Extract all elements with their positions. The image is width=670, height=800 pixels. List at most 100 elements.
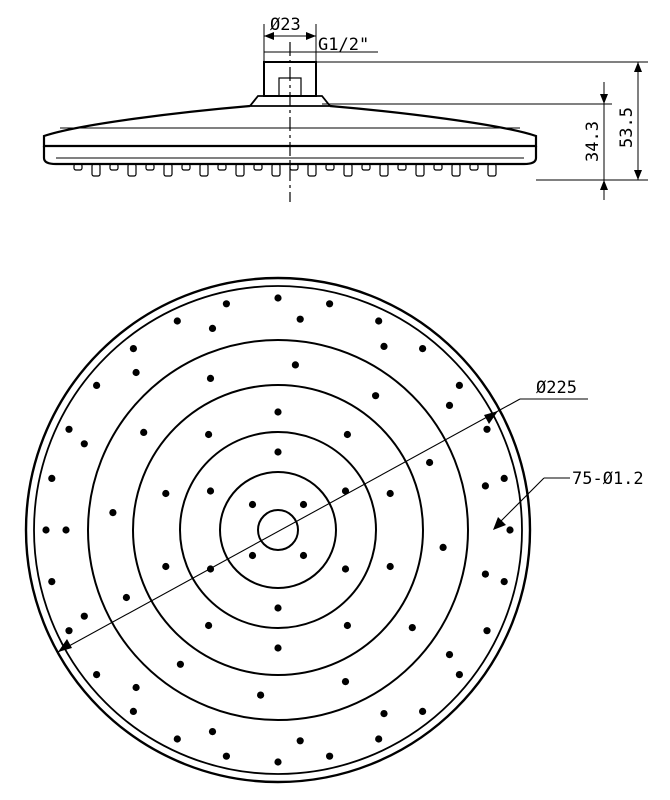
nozzle-hole [439, 543, 447, 552]
nozzle-hole [129, 707, 137, 716]
nozzle-hole [426, 458, 434, 467]
side-nozzle-bump [469, 163, 479, 171]
outer-rim-outer [24, 276, 532, 784]
nozzle-hole [206, 487, 215, 495]
side-nozzle-bump [91, 163, 101, 177]
nozzle-hole [274, 644, 282, 652]
side-nozzle-bump [379, 163, 389, 177]
nozzle-hole [173, 735, 181, 743]
nozzle-hole [341, 678, 350, 686]
nozzle-hole [506, 526, 514, 534]
nozzle-hole [222, 752, 230, 760]
ring-4 [132, 384, 424, 676]
nozzle-hole [248, 551, 257, 560]
side-nozzle-bump [415, 163, 425, 177]
nozzle-hole [375, 317, 383, 325]
top-view [24, 276, 588, 784]
nozzle-hole [274, 408, 282, 416]
nozzle-hole [206, 374, 215, 382]
nozzle-hole [129, 345, 137, 353]
nozzle-hole [248, 500, 257, 509]
nozzle-hole [132, 368, 140, 377]
ring-2 [219, 471, 337, 589]
nozzle-hole [208, 324, 217, 332]
nozzle-hole [455, 381, 463, 389]
outer-rim-inner [33, 285, 523, 775]
nozzle-hole [205, 621, 213, 630]
nozzle-hole [162, 562, 170, 571]
dim-343-arrow-bottom [600, 180, 608, 190]
side-nozzle-bump [217, 163, 227, 171]
nozzle-hole [48, 578, 56, 586]
nozzle-hole [445, 401, 454, 409]
nozzle-hole [65, 627, 73, 635]
nozzle-hole [483, 425, 491, 433]
nozzle-hole [274, 294, 282, 302]
nozzle-hole [481, 482, 489, 490]
nozzle-hole [257, 691, 265, 699]
nozzle-hole [296, 737, 304, 745]
nozzle-hole [372, 392, 380, 400]
nozzle-hole [109, 508, 117, 517]
side-nozzle-bump [397, 163, 407, 171]
nozzle-hole [140, 428, 148, 436]
nozzle-hole [500, 578, 508, 586]
nozzle-hole [445, 651, 454, 659]
nozzle-hole [419, 707, 427, 716]
nozzle-hole [205, 430, 213, 439]
nozzle-hole [408, 624, 416, 632]
dim-535-arrow-top [634, 62, 642, 72]
nozzle-hole [173, 317, 181, 325]
nozzle-hole [80, 440, 88, 448]
nozzle-hole [419, 345, 427, 353]
nozzle-hole [386, 489, 394, 498]
thread-label: G1/2" [318, 35, 369, 55]
dim-225-arrow-end [484, 411, 498, 424]
dim-225-arrow-start [58, 639, 72, 652]
dim-225-label: Ø225 [536, 378, 577, 398]
nozzle-hole [274, 448, 282, 456]
ring-3 [179, 431, 377, 629]
nozzle-hole [341, 487, 350, 495]
nozzle-count-label: 75-Ø1.2 [572, 469, 644, 489]
side-view [42, 24, 648, 202]
nozzle-hole [222, 300, 230, 308]
nozzle-hole [48, 474, 56, 482]
nozzle-hole [65, 425, 73, 433]
side-nozzle-bump [127, 163, 137, 177]
side-nozzle-bump [325, 163, 335, 171]
dim-225-line [57, 398, 521, 653]
nozzle-hole [176, 660, 184, 668]
ring-5 [87, 339, 469, 721]
nozzle-hole [274, 604, 282, 612]
nozzle-hole [291, 361, 299, 369]
nozzle-hole [62, 526, 70, 534]
side-nozzle-bump [73, 163, 83, 171]
nozzle-leader-arrow [493, 517, 506, 530]
side-nozzle-bump [307, 163, 317, 177]
nozzle-hole [343, 430, 351, 439]
nozzle-hole [380, 342, 388, 350]
side-nozzle-bump [109, 163, 119, 171]
nozzle-hole [500, 474, 508, 482]
side-nozzle-bump [487, 163, 497, 177]
nozzle-hole [132, 683, 140, 692]
side-nozzle-bump [199, 163, 209, 177]
side-nozzle-bump [235, 163, 245, 177]
nozzle-hole [455, 671, 463, 679]
dim-343-label: 34.3 [583, 121, 603, 162]
nozzle-hole [206, 565, 215, 573]
nozzle-hole [380, 710, 388, 718]
nozzle-hole [299, 500, 308, 509]
nozzle-hole [343, 621, 351, 630]
side-nozzle-bump [271, 163, 281, 177]
nozzle-hole [93, 671, 101, 679]
center-ring [257, 509, 299, 551]
nozzle-hole [386, 562, 394, 571]
dim-343-arrow-top [600, 94, 608, 104]
nozzle-hole [42, 526, 50, 534]
dim-535-label: 53.5 [617, 107, 637, 148]
nozzle-leader-diagonal [496, 477, 545, 526]
nozzle-hole [162, 489, 170, 498]
dim-23-label: Ø23 [270, 15, 301, 35]
